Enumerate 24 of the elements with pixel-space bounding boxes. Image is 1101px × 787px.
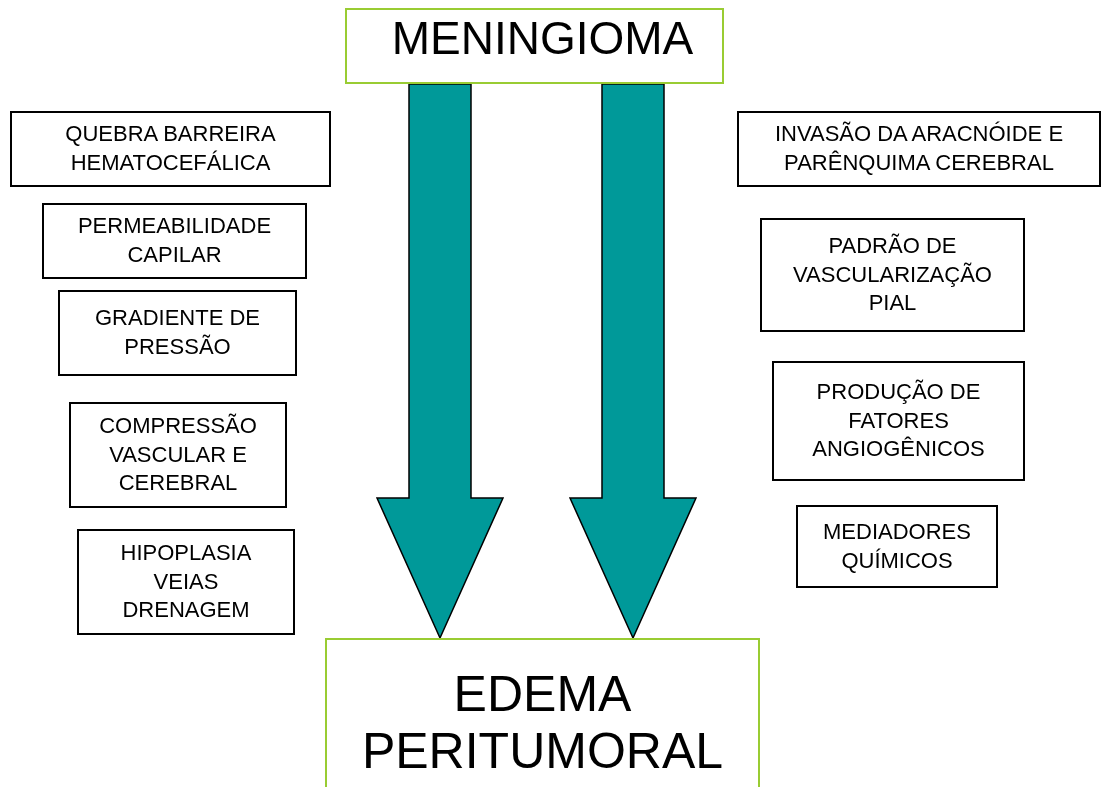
- node-label: QUEBRA BARREIRA HEMATOCEFÁLICA: [64, 120, 277, 177]
- factor-box: [10, 111, 331, 187]
- node-label: PERMEABILIDADE CAPILAR: [76, 212, 273, 269]
- node-label: EDEMA PERITUMORAL: [360, 665, 725, 781]
- title-box: [345, 8, 724, 84]
- block-arrow: [568, 83, 698, 640]
- node-label: COMPRESSÃO VASCULAR E CEREBRAL: [98, 412, 258, 498]
- node-label: HIPOPLASIA VEIAS DRENAGEM: [119, 539, 253, 625]
- node-label: INVASÃO DA ARACNÓIDE E PARÊNQUIMA CEREBRAL: [773, 120, 1065, 177]
- node-label: GRADIENTE DE PRESSÃO: [94, 304, 261, 361]
- factor-box: [69, 402, 287, 508]
- factor-box: [760, 218, 1025, 332]
- node-label: MEDIADORES QUÍMICOS: [822, 517, 972, 575]
- factor-box: [77, 529, 295, 635]
- node-label: MENINGIOMA: [391, 11, 694, 66]
- factor-box: [58, 290, 297, 376]
- node-label: PRODUÇÃO DE FATORES ANGIOGÊNICOS: [811, 378, 986, 464]
- factor-box: [42, 203, 307, 279]
- factor-box: [737, 111, 1101, 187]
- factor-box: [796, 505, 998, 588]
- title-box: [325, 638, 760, 787]
- block-arrow: [375, 83, 505, 640]
- node-label: PADRÃO DE VASCULARIZAÇÃO PIAL: [792, 232, 993, 318]
- factor-box: [772, 361, 1025, 481]
